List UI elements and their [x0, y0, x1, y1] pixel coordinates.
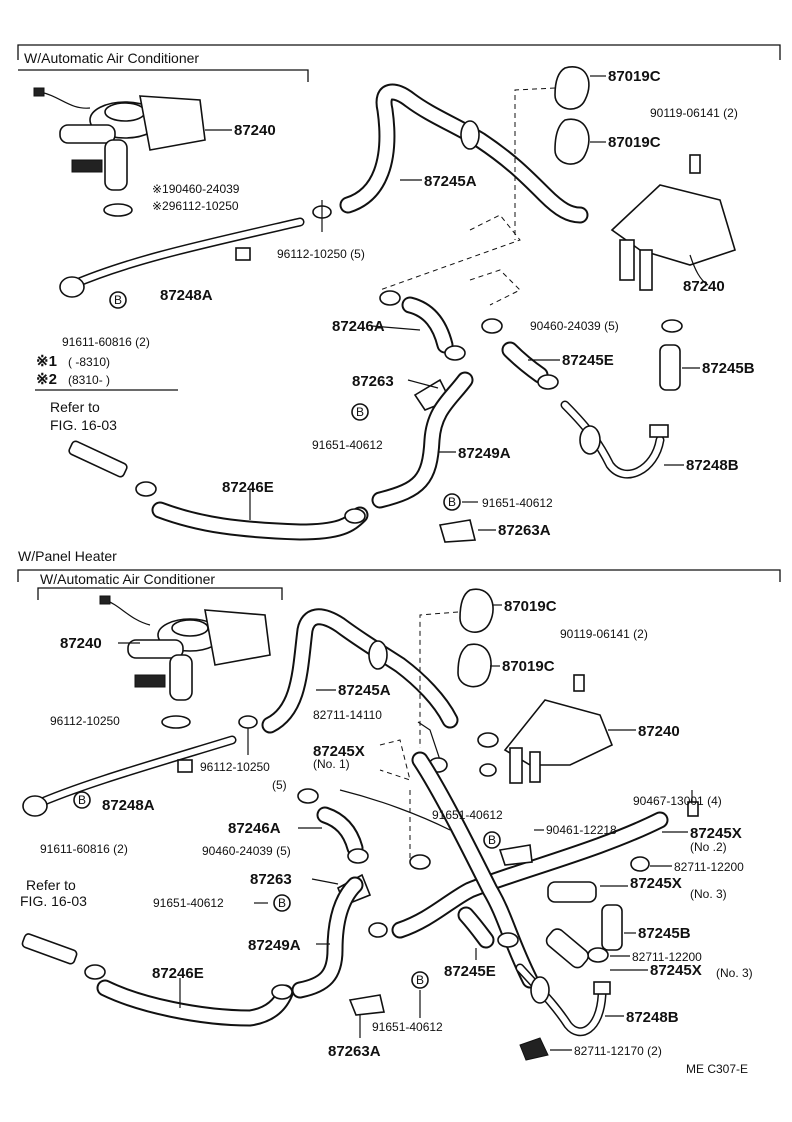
label-91651-c: 91651-40612 — [372, 1020, 443, 1034]
label-five: (5) — [272, 778, 287, 792]
section-title-panel: W/Panel Heater — [18, 548, 117, 564]
label-90119: 90119-06141 (2) — [650, 106, 738, 120]
label-87245e-bottom: 87245E — [444, 963, 496, 980]
top-section: W/Automatic Air Conditioner 87240 ※19046… — [17, 44, 781, 543]
label-82711-12200-a: 82711-12200 — [674, 860, 744, 874]
refer-top: Refer to — [50, 399, 100, 415]
label-87263a-bottom: 87263A — [328, 1043, 381, 1060]
label-87245x-no2: 87245X — [690, 825, 742, 842]
label-91651-a: 91651-40612 — [312, 438, 383, 452]
label-87240-bracket: 87240 — [683, 278, 725, 295]
refer-bottom: Refer to — [26, 877, 76, 893]
label-90467: 90467-13001 (4) — [633, 794, 722, 808]
note-2: ※296112-10250 — [152, 199, 239, 213]
svg-text:B: B — [114, 293, 122, 307]
label-87240-bracket-bottom: 87240 — [638, 723, 680, 740]
label-90119-bottom: 90119-06141 (2) — [560, 627, 648, 641]
label-no3b: (No. 3) — [716, 966, 753, 980]
label-87248a-bottom: 87248A — [102, 797, 155, 814]
label-91651-b-bottom: 91651-40612 — [153, 896, 224, 910]
label-91651-b: 91651-40612 — [482, 496, 553, 510]
label-87246e-bottom: 87246E — [152, 965, 204, 982]
label-90461: 90461-12218 — [546, 823, 617, 837]
svg-text:B: B — [78, 793, 86, 807]
label-82711-12200-b: 82711-12200 — [632, 950, 702, 964]
drawing-code: ME C307-E — [686, 1062, 748, 1076]
note-1: ※190460-24039 — [152, 182, 240, 196]
svg-text:B: B — [448, 495, 456, 509]
label-91651-a-bottom: 91651-40612 — [432, 808, 503, 822]
label-91611: 91611-60816 (2) — [62, 335, 150, 349]
label-87245x-no3b: 87245X — [650, 962, 702, 979]
label-87019c-a: 87019C — [608, 68, 661, 85]
label-87245x-no3: 87245X — [630, 875, 682, 892]
bottom-frame — [17, 569, 781, 582]
label-90460: 90460-24039 (5) — [530, 319, 619, 333]
label-82711-14110: 82711-14110 — [313, 708, 382, 722]
label-87019c-b: 87019C — [608, 134, 661, 151]
label-87245a-bottom: 87245A — [338, 682, 391, 699]
fig-bottom: FIG. 16-03 — [20, 893, 87, 909]
label-87245b-bottom: 87245B — [638, 925, 691, 942]
label-87245b: 87245B — [702, 360, 755, 377]
key1-range: ( -8310) — [68, 355, 110, 369]
bottom-section: W/Panel Heater W/Automatic Air Condition… — [17, 548, 781, 1076]
label-87248b: 87248B — [686, 457, 739, 474]
label-96112-b: 96112-10250 — [200, 760, 270, 774]
label-87263-bottom: 87263 — [250, 871, 292, 888]
label-82711-12170: 82711-12170 (2) — [574, 1044, 662, 1058]
label-87263a: 87263A — [498, 522, 551, 539]
svg-text:B: B — [356, 405, 364, 419]
key2-mark: ※2 — [36, 371, 57, 388]
fig-top: FIG. 16-03 — [50, 417, 117, 433]
label-no1: (No. 1) — [313, 757, 350, 771]
svg-text:B: B — [416, 973, 424, 987]
svg-text:B: B — [278, 896, 286, 910]
top-subframe — [18, 69, 309, 82]
heater-valve-bottom — [99, 595, 271, 701]
label-87019c-b-bottom: 87019C — [502, 658, 555, 675]
svg-text:B: B — [488, 833, 496, 847]
label-96112: 96112-10250 (5) — [277, 247, 365, 261]
label-87249a-bottom: 87249A — [248, 937, 301, 954]
label-87246a-bottom: 87246A — [228, 820, 281, 837]
key1-mark: ※1 — [36, 353, 57, 370]
label-96112-a: 96112-10250 — [50, 714, 120, 728]
label-87240-valve-bottom: 87240 — [60, 635, 102, 652]
key2-range: (8310- ) — [68, 373, 110, 387]
label-87240-valve: 87240 — [234, 122, 276, 139]
label-87248a: 87248A — [160, 287, 213, 304]
label-87019c-a-bottom: 87019C — [504, 598, 557, 615]
section-title-top: W/Automatic Air Conditioner — [24, 50, 199, 66]
label-87245a: 87245A — [424, 173, 477, 190]
label-87246e: 87246E — [222, 479, 274, 496]
label-87249a: 87249A — [458, 445, 511, 462]
label-87263: 87263 — [352, 373, 394, 390]
label-no2: (No .2) — [690, 840, 727, 854]
label-87245x-no1: 87245X — [313, 743, 365, 760]
top-frame — [17, 44, 781, 60]
label-87246a: 87246A — [332, 318, 385, 335]
label-87245e: 87245E — [562, 352, 614, 369]
label-no3: (No. 3) — [690, 887, 727, 901]
label-90460-bottom: 90460-24039 (5) — [202, 844, 291, 858]
heater-valve-top — [33, 87, 206, 191]
bottom-subframe — [37, 587, 283, 600]
section-title-panel-sub: W/Automatic Air Conditioner — [40, 571, 215, 587]
label-91611-bottom: 91611-60816 (2) — [40, 842, 128, 856]
label-87248b-bottom: 87248B — [626, 1009, 679, 1026]
